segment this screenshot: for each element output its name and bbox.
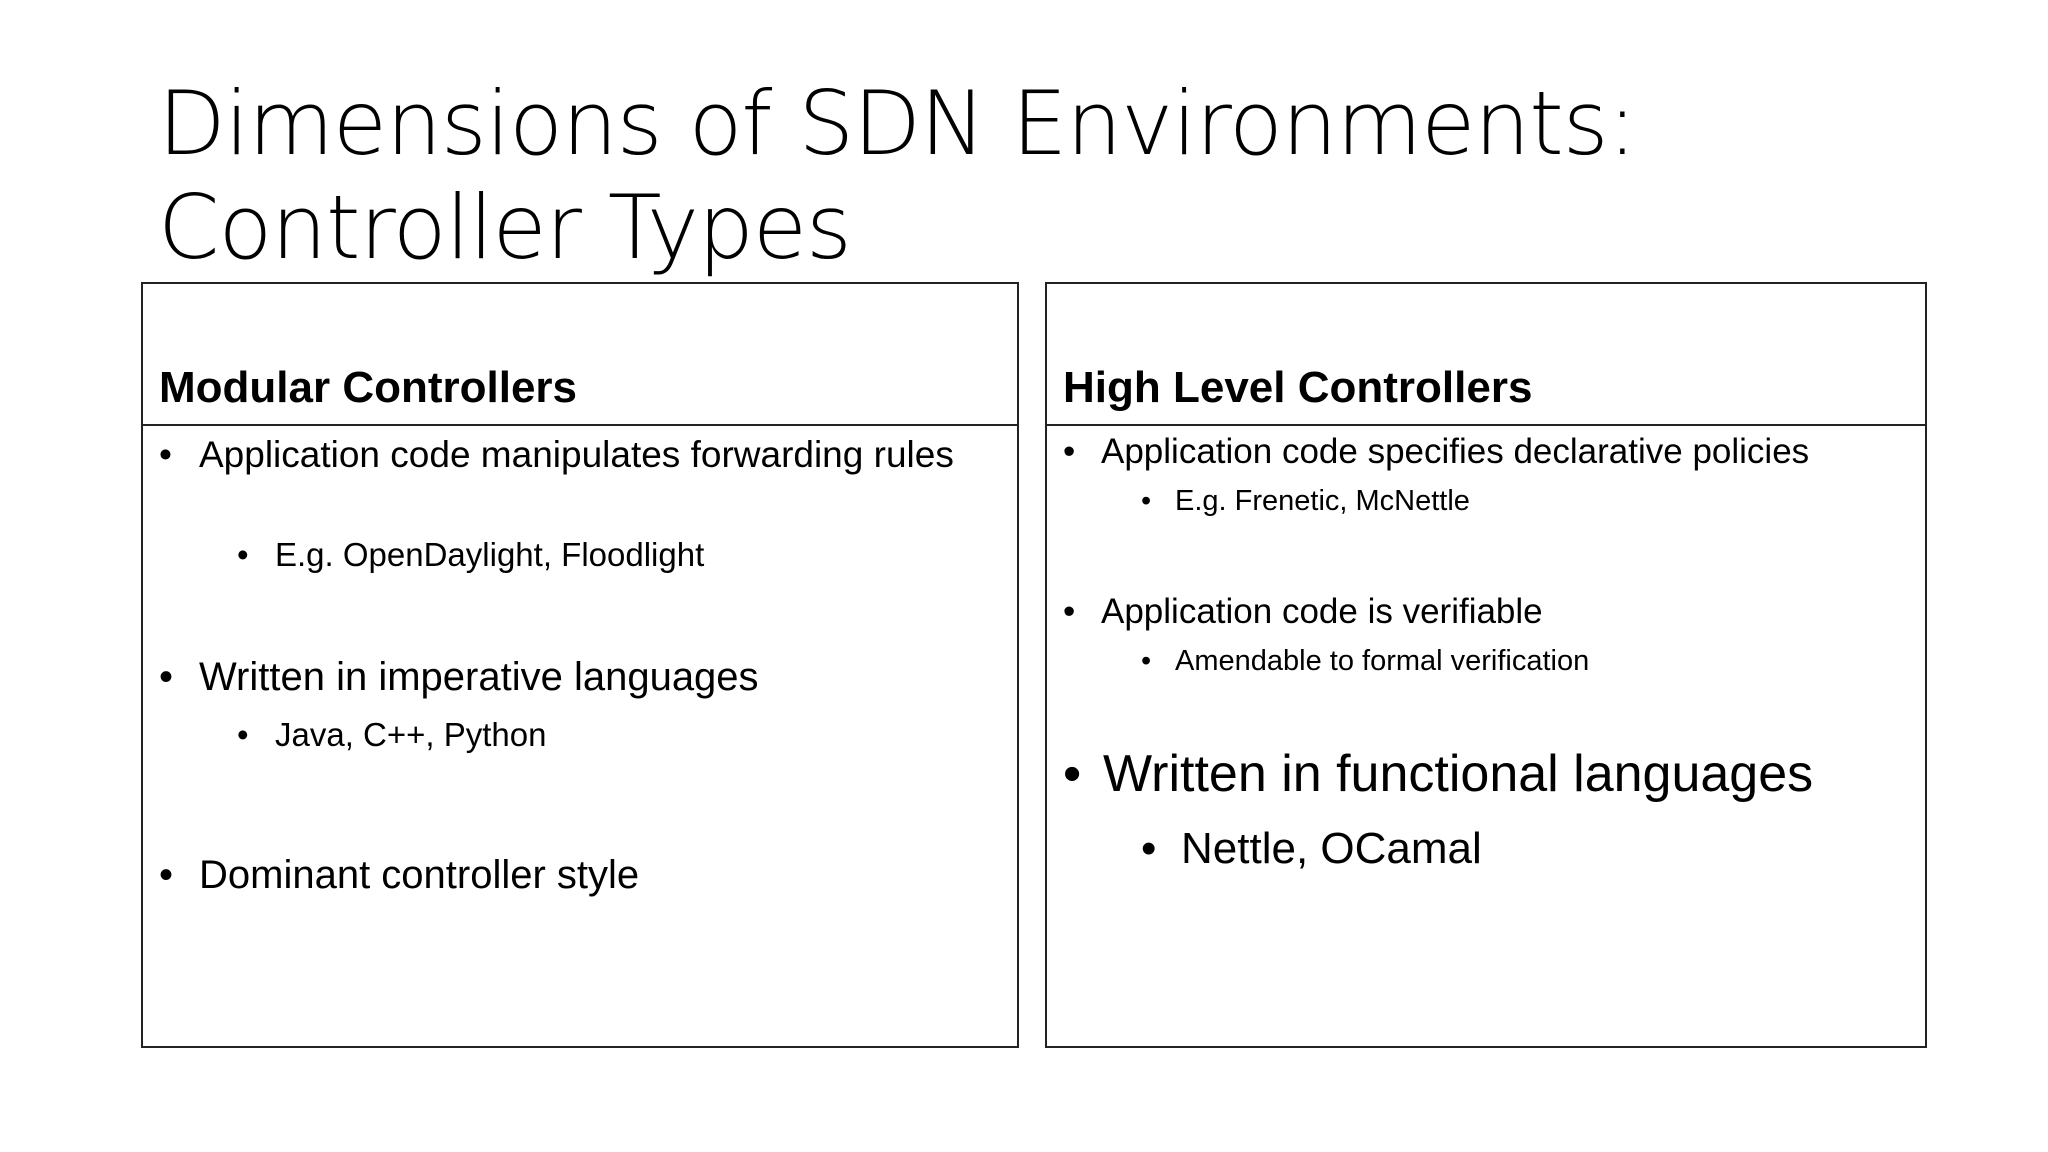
sub-bullet-item: • E.g. Frenetic, McNettle [1141, 482, 1470, 520]
sub-bullet-item: • Nettle, OCamal [1141, 822, 1482, 876]
bullet-item: • Application code manipulates forwardin… [159, 432, 959, 478]
bullet-text: Written in imperative languages [199, 655, 759, 699]
sub-bullet-item: • Java, C++, Python [237, 714, 547, 756]
slide-title-line-1: Dimensions of SDN Environments: [158, 72, 1637, 175]
panel-header: Modular Controllers [143, 284, 1017, 426]
panel-title: Modular Controllers [159, 363, 578, 412]
bullet-icon: • [159, 853, 174, 897]
sub-bullet-text: E.g. Frenetic, McNettle [1175, 485, 1470, 517]
panel-title: High Level Controllers [1063, 363, 1533, 412]
bullet-text: Dominant controller style [199, 853, 640, 897]
bullet-item: • Application code specifies declarative… [1063, 430, 1809, 474]
sub-bullet-item: • Amendable to formal verification [1141, 642, 1589, 680]
bullet-text: Application code is verifiable [1101, 592, 1543, 631]
bullet-icon: • [1063, 592, 1076, 631]
slide-title-line-2: Controller Types [158, 176, 852, 279]
bullet-item: • Dominant controller style [159, 850, 639, 900]
sub-bullet-text: Java, C++, Python [275, 716, 547, 753]
bullet-icon: • [1141, 645, 1152, 677]
bullet-icon: • [1063, 432, 1076, 471]
bullet-icon: • [1063, 745, 1082, 803]
slide-title: Dimensions of SDN Environments: Controll… [158, 72, 1637, 280]
bullet-text: Written in functional languages [1103, 745, 1814, 803]
bullet-icon: • [237, 536, 249, 573]
sub-bullet-text: E.g. OpenDaylight, Floodlight [275, 536, 705, 573]
modular-controllers-panel: Modular Controllers • Application code m… [141, 282, 1019, 1048]
sub-bullet-text: Nettle, OCamal [1181, 824, 1482, 873]
sub-bullet-item: • E.g. OpenDaylight, Floodlight [237, 534, 704, 576]
bullet-icon: • [1141, 824, 1157, 873]
sub-bullet-text: Amendable to formal verification [1175, 645, 1590, 677]
high-level-controllers-panel: High Level Controllers • Application cod… [1045, 282, 1927, 1048]
bullet-item: • Application code is verifiable [1063, 590, 1543, 634]
bullet-item: • Written in functional languages [1063, 742, 1813, 806]
bullet-text: Application code specifies declarative p… [1101, 432, 1810, 471]
bullet-item: • Written in imperative languages [159, 652, 759, 702]
bullet-icon: • [159, 434, 172, 475]
bullet-text: Application code manipulates forwarding … [199, 434, 954, 475]
bullet-icon: • [237, 716, 249, 753]
bullet-icon: • [1141, 485, 1152, 517]
bullet-icon: • [159, 655, 174, 699]
panel-header: High Level Controllers [1047, 284, 1925, 426]
